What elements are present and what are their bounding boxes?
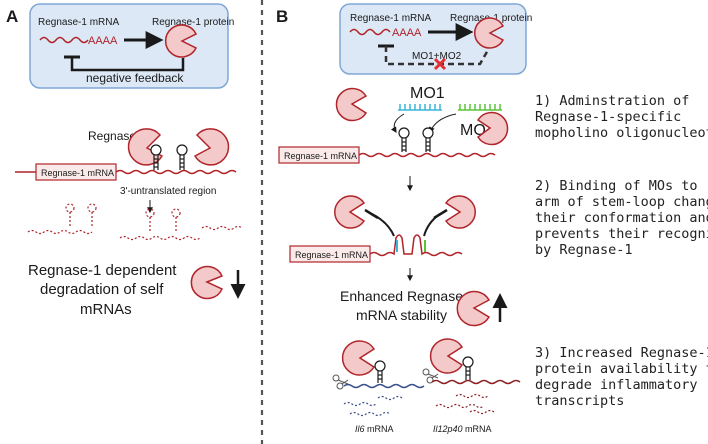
stem-loop-b1 [398, 127, 410, 152]
pacman-b1 [335, 87, 368, 122]
scissors-icon [332, 374, 349, 390]
pacman-b2 [476, 111, 509, 146]
panel-a-mrna-wave [39, 36, 89, 44]
stem-loop-b2 [422, 127, 434, 152]
pacman-b3 [334, 195, 366, 229]
step2-text: 2) Binding of MOs to right arm of stem-l… [535, 178, 708, 258]
inhibit-bar-left [364, 208, 379, 220]
panel-a-polya: AAAA [88, 35, 118, 47]
degraded-fragments-a [27, 203, 243, 241]
il12-degraded-fragments [435, 393, 495, 415]
panel-b-protein-pacman [474, 17, 505, 49]
panel-b-mrna-wave [349, 28, 391, 36]
panel-a-feedback-line [70, 58, 185, 72]
pacman-b4 [444, 195, 476, 229]
il6-label: Il6 mRNA [355, 424, 394, 434]
panel-a-protein-label: Regnase-1 protein [152, 17, 234, 28]
panel-b-mrna-tail-2 [369, 234, 463, 257]
panel-a-degradation-line1: Regnase-1 dependent [28, 262, 177, 279]
panel-b-mrna-box-1-label: Regnase-1 mRNA [284, 151, 357, 161]
pacman-b5 [456, 290, 491, 327]
step3-text: 3) Increased Regnase-1 protein availabil… [535, 345, 708, 409]
mo2-curved-arrow [429, 113, 457, 134]
panel-a-mrna-label: Regnase-1 mRNA [38, 17, 119, 28]
pacman-a2 [193, 128, 230, 166]
panel-b-mo-combo-label: MO1+MO2 [412, 51, 462, 62]
mo1-curved-arrow [390, 113, 405, 134]
mo1-oligo [398, 104, 442, 111]
panel-b-mrna-box-2-label: Regnase-1 mRNA [295, 250, 368, 260]
il6-degraded-fragments [343, 395, 403, 417]
panel-a-degradation-line2: degradation of self [40, 281, 164, 298]
pacman-b6 [341, 340, 376, 376]
mo2-oligo [458, 104, 502, 111]
panel-a-feedback-label: negative feedback [86, 71, 184, 85]
mo-bound-stems [396, 240, 426, 252]
inhibit-line-right [423, 213, 441, 237]
panel-b-mrna-tail-1 [358, 152, 496, 158]
panel-a-protein-pacman [164, 24, 198, 58]
panel-a-mrna-tail [115, 169, 237, 175]
panel-a-degradation-line3: mRNAs [80, 301, 132, 318]
mo1-label: MO1 [410, 85, 445, 102]
panel-b-letter: B [276, 7, 288, 26]
panel-b-feedback-dashed [384, 46, 490, 66]
inhibit-bar-right [433, 208, 448, 220]
panel-b-stability-line1: Enhanced Regnase-1 [340, 288, 476, 304]
pacman-b7 [429, 338, 464, 374]
pacman-a3 [190, 265, 224, 300]
panel-b-stability-line2: mRNA stability [356, 307, 447, 323]
il6-stem-loop [374, 360, 386, 383]
panel-a-letter: A [6, 7, 18, 26]
il12-mrna [431, 379, 521, 385]
il12-stem-loop [462, 356, 474, 380]
panel-a-utr-label: 3'-untranslated region [120, 186, 216, 197]
cross-icon [433, 57, 447, 71]
scissors-icon-2 [422, 368, 439, 384]
stem-loop-a2 [176, 144, 188, 170]
stem-loop-a1 [150, 144, 162, 170]
panel-b-polya: AAAA [392, 27, 422, 39]
step1-text: 1) Adminstration of Regnase-1-specific m… [535, 93, 708, 141]
il6-mrna [343, 383, 425, 389]
panel-b-mrna-label: Regnase-1 mRNA [350, 13, 431, 24]
panel-a-mrna-box-label: Regnase-1 mRNA [41, 168, 114, 178]
il12-label: Il12p40 mRNA [433, 424, 492, 434]
